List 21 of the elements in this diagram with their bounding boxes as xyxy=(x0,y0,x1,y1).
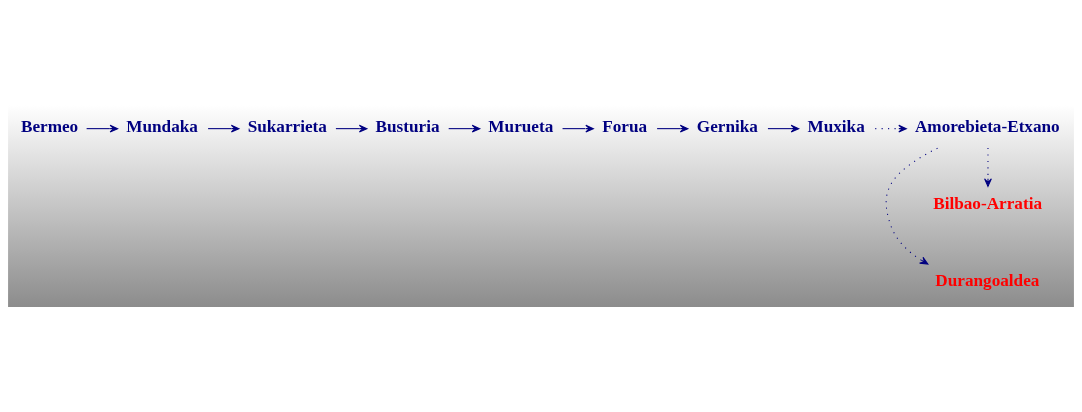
node-text: Durangoaldea xyxy=(935,271,1040,291)
node-text: Muxika xyxy=(807,116,865,136)
node-text: Amorebieta-Etxano xyxy=(914,116,1060,136)
node-text: Bermeo xyxy=(20,116,79,136)
arrow xyxy=(656,124,689,133)
arrow xyxy=(874,124,907,133)
node-text: Sukarrieta xyxy=(247,116,327,136)
arrow xyxy=(448,124,481,133)
arrow xyxy=(767,124,800,133)
arrow xyxy=(984,147,992,187)
node-text: Busturia xyxy=(375,116,440,136)
node-text: Forua xyxy=(602,116,648,136)
arrow xyxy=(885,147,939,265)
arrow xyxy=(562,124,594,133)
arrow xyxy=(86,124,119,133)
node-text: Murueta xyxy=(488,116,554,136)
node-text: Bilbao-Arratia xyxy=(933,194,1043,214)
arrow xyxy=(207,124,240,133)
node-text: Gernika xyxy=(696,116,758,136)
node-text: Mundaka xyxy=(126,116,198,136)
arrow xyxy=(335,124,368,133)
